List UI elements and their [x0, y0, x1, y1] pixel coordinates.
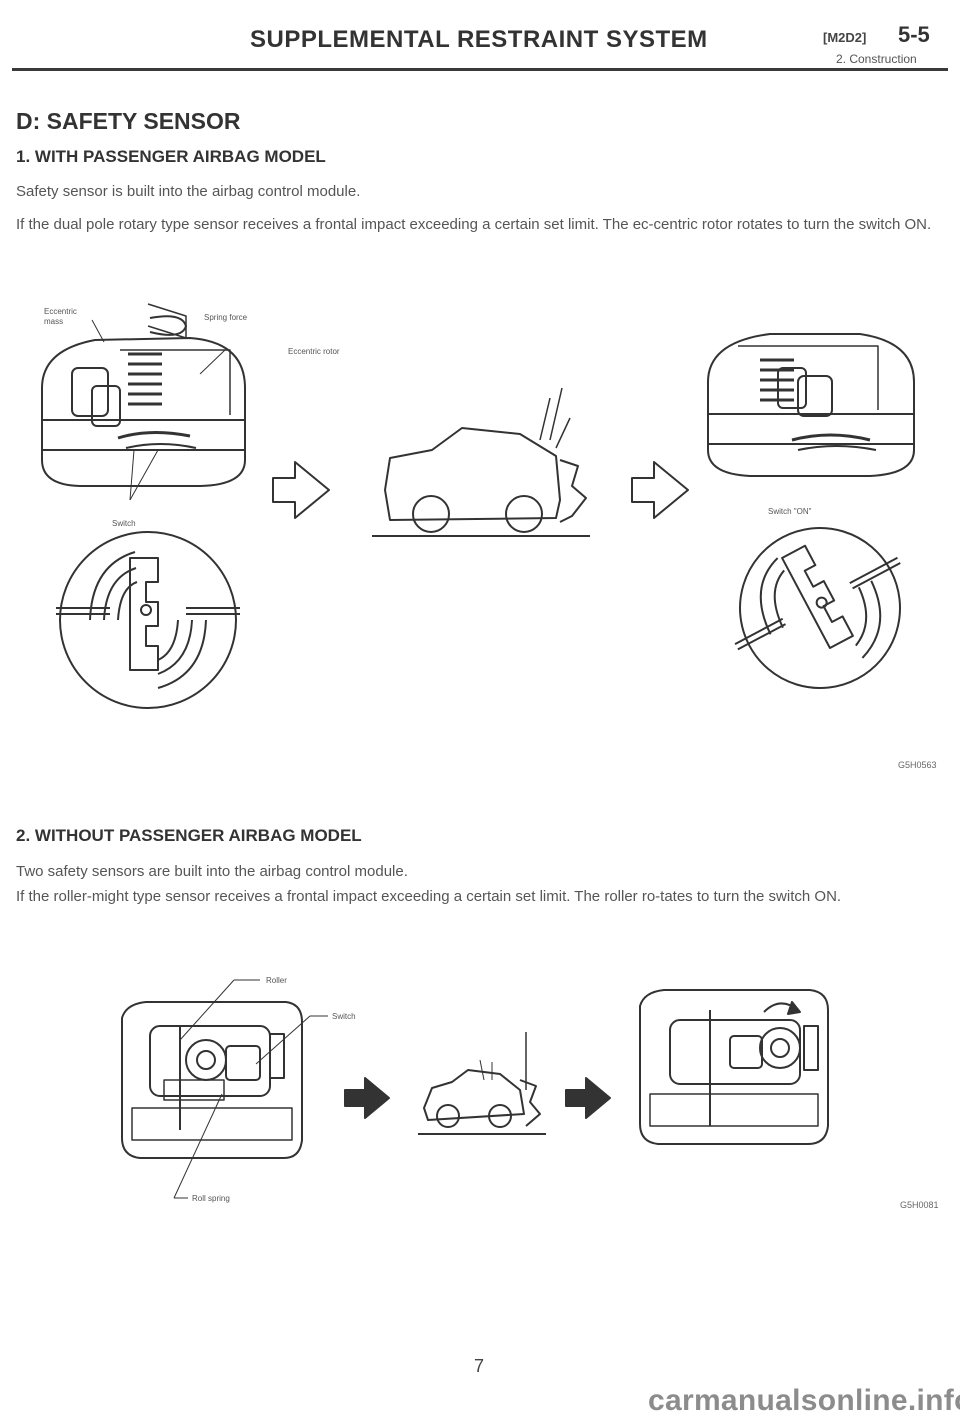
- part1-paragraph-2: If the dual pole rotary type sensor rece…: [16, 216, 932, 233]
- figure-2-drawing: Roller Switch Roll spring G5H0081: [121, 976, 939, 1210]
- sensor-unit-before-icon: [41, 303, 246, 501]
- label-mass: mass: [44, 317, 63, 326]
- figure-2-code: G5H0081: [900, 1200, 939, 1210]
- label-eccentric-rotor: Eccentric rotor: [288, 347, 340, 356]
- arrow-right-icon: [272, 461, 330, 519]
- arrow-right-solid-icon: [565, 1077, 611, 1119]
- roller-sensor-before-icon: [121, 979, 328, 1199]
- header-divider: [12, 68, 948, 71]
- rotor-detail-after-icon: [734, 527, 901, 689]
- label-eccentric: Eccentric: [44, 307, 77, 316]
- arrow-right-icon: [631, 461, 689, 519]
- label-switch-2: Switch: [332, 1012, 356, 1021]
- label-roller: Roller: [266, 976, 287, 985]
- car-impact-icon: [372, 387, 590, 537]
- part1-paragraph-1: Safety sensor is built into the airbag c…: [16, 183, 361, 200]
- rotor-detail-before-icon: [56, 531, 240, 709]
- part2-paragraph-2: If the roller-might type sensor receives…: [16, 888, 842, 905]
- label-switch: Switch: [112, 519, 136, 528]
- watermark-text: carmanualsonline.info: [648, 1384, 960, 1417]
- label-switch-on: Switch "ON": [768, 507, 812, 516]
- part2-heading: 2. WITHOUT PASSENGER AIRBAG MODEL: [16, 826, 362, 845]
- label-roll-spring: Roll spring: [192, 1194, 230, 1203]
- header-subtitle: 2. Construction: [836, 52, 917, 66]
- figure-1-code: G5H0563: [898, 760, 937, 770]
- header-page-ref: 5-5: [898, 22, 930, 47]
- arrow-right-solid-icon: [344, 1077, 390, 1119]
- header-section-code: [M2D2]: [823, 30, 867, 45]
- page-header-title: SUPPLEMENTAL RESTRAINT SYSTEM: [250, 26, 708, 53]
- car-impact-small-icon: [418, 1032, 546, 1135]
- page-number: 7: [474, 1356, 485, 1376]
- part1-heading: 1. WITH PASSENGER AIRBAG MODEL: [16, 147, 326, 166]
- figure-dual-pole-sensor: Eccentric mass Spring force Eccentric ro…: [0, 290, 960, 770]
- section-title: D: SAFETY SENSOR: [16, 108, 241, 134]
- roller-sensor-after-icon: [639, 989, 829, 1145]
- part2-paragraph-1: Two safety sensors are built into the ai…: [16, 863, 408, 880]
- sensor-unit-after-icon: [707, 333, 915, 477]
- figure-1-drawing: Eccentric mass Spring force Eccentric ro…: [41, 303, 937, 770]
- figure-roller-sensor: Roller Switch Roll spring G5H0081: [0, 930, 960, 1220]
- label-spring-force: Spring force: [204, 313, 248, 322]
